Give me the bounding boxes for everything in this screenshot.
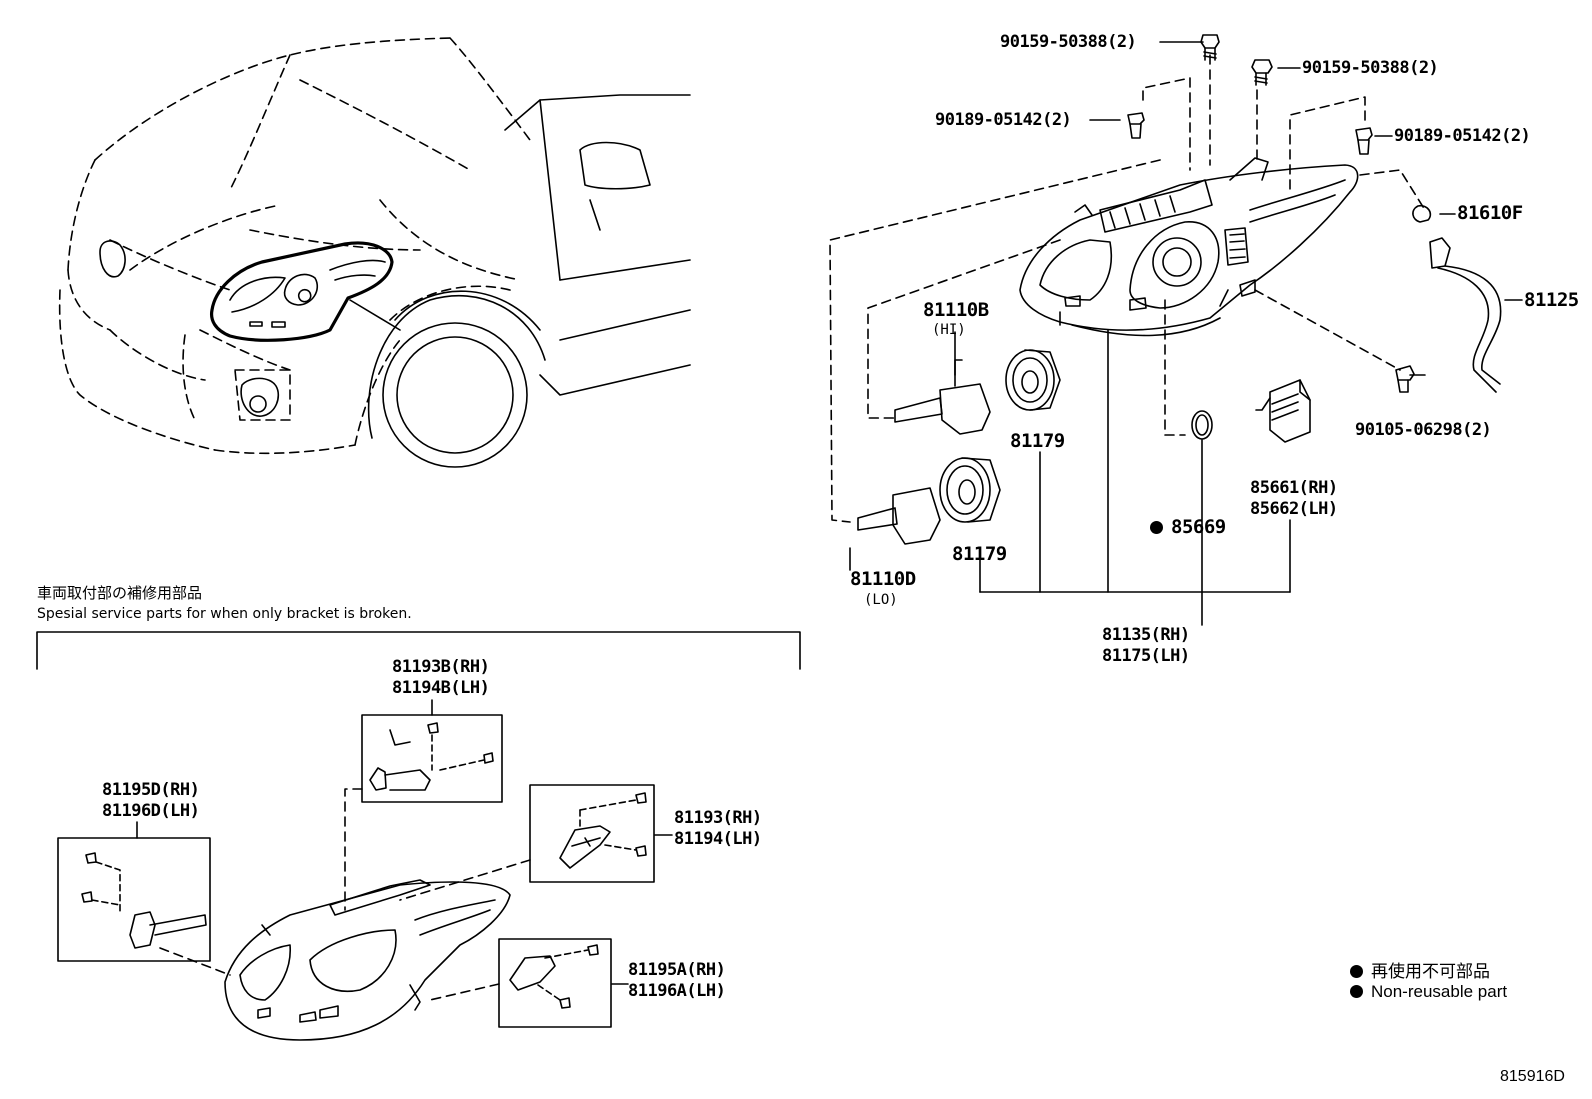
bracket-a-parts xyxy=(509,944,599,1009)
part-number-label: 90105-06298(2) xyxy=(1355,420,1492,440)
section-bracket xyxy=(36,631,801,670)
lo-bulb-icon xyxy=(857,487,941,545)
clip-icon xyxy=(1355,127,1373,155)
part-number-label: 81179 xyxy=(1010,430,1065,452)
part-number-label: 90189-05142(2) xyxy=(1394,126,1531,146)
part-number-label: 81610F xyxy=(1457,202,1523,224)
part-number-label: 90189-05142(2) xyxy=(935,110,1072,130)
cover-icon xyxy=(939,457,1001,523)
part-number-label: 81193B(RH) 81194B(LH) xyxy=(392,657,490,698)
bracket-box xyxy=(529,784,655,883)
part-number-label: 81110D xyxy=(850,568,916,590)
part-number-label: 81135(RH) 81175(LH) xyxy=(1102,625,1190,666)
bolt-icon xyxy=(1200,34,1220,61)
part-number-label: 81193(RH) 81194(LH) xyxy=(674,808,762,849)
part-number-label: 90159-50388(2) xyxy=(1302,58,1439,78)
legend-en: Non-reusable part xyxy=(1350,982,1507,1002)
headlamp-leader-lines xyxy=(829,41,1523,626)
car-front-illustration xyxy=(58,37,691,468)
non-reusable-marker-icon xyxy=(1350,985,1363,998)
part-number-label: 81179 xyxy=(952,543,1007,565)
cover-icon xyxy=(1005,349,1061,411)
bracket-d-parts xyxy=(81,852,207,949)
headlamp-small-illustration xyxy=(224,879,511,1041)
drawing-id: 815916D xyxy=(1500,1068,1565,1085)
non-reusable-marker-icon xyxy=(1350,965,1363,978)
non-reusable-marker-icon xyxy=(1150,521,1163,534)
part-number-label: 85661(RH) 85662(LH) xyxy=(1250,478,1338,519)
headlamp-assembly-illustration xyxy=(1019,157,1359,337)
part-number-label: 81110B xyxy=(923,299,989,321)
bracket-parts xyxy=(559,792,647,869)
part-sublabel: (HI) xyxy=(932,322,966,338)
bolt-icon xyxy=(1251,59,1273,86)
part-number-label: 85669 xyxy=(1150,518,1226,537)
bulb-icon xyxy=(1412,204,1432,223)
part-number-label: 81195D(RH) 81196D(LH) xyxy=(102,780,200,821)
bracket-a-box xyxy=(498,938,612,1028)
part-sublabel: (LO) xyxy=(864,592,898,608)
part-number-label: 81125 xyxy=(1524,289,1579,311)
bracket-b-parts xyxy=(369,722,494,791)
bracket-d-box xyxy=(57,837,211,962)
gasket-icon xyxy=(1191,410,1213,440)
section-title-en: Spesial service parts for when only brac… xyxy=(37,606,412,622)
legend-jp: 再使用不可部品 xyxy=(1350,957,1490,982)
leveling-actuator-icon xyxy=(1255,379,1311,443)
socket-cable-icon xyxy=(1429,237,1502,393)
section-title-jp: 車両取付部の補修用部品 xyxy=(37,584,203,602)
clip-icon xyxy=(1127,112,1145,139)
screw-icon xyxy=(1395,365,1415,393)
bracket-leader-lines xyxy=(136,699,673,1001)
hi-bulb-icon xyxy=(894,359,991,435)
part-number-label: 90159-50388(2) xyxy=(1000,32,1137,52)
part-number-label: 81195A(RH) 81196A(LH) xyxy=(628,960,726,1001)
